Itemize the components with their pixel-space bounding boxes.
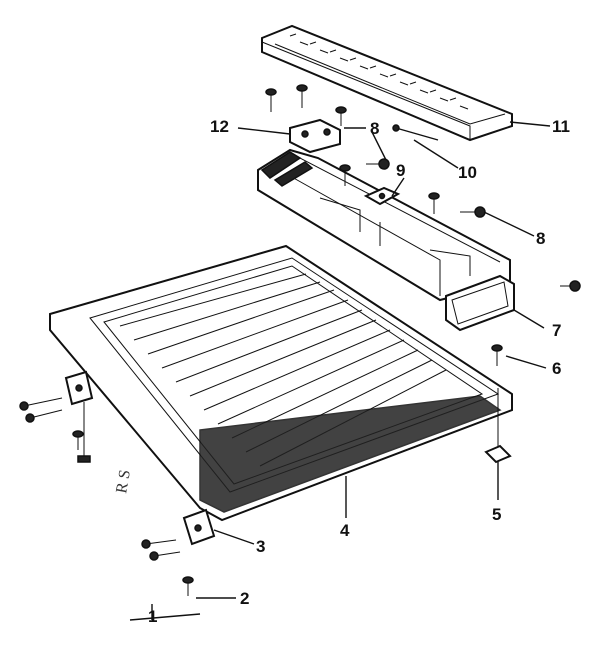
clip-plate <box>484 388 512 464</box>
callout-8-lower: 8 <box>536 229 545 248</box>
left-hinge <box>64 370 94 463</box>
screws <box>19 84 581 596</box>
lid <box>49 244 513 522</box>
callout-2: 2 <box>240 589 249 608</box>
clip <box>363 186 401 206</box>
hinge-bracket <box>289 118 341 154</box>
callout-3: 3 <box>256 537 265 556</box>
control-panel-cover <box>261 24 513 142</box>
callout-5: 5 <box>492 505 501 524</box>
pin <box>392 124 439 141</box>
callout-labels: 1 2 3 4 5 6 7 8 8 9 10 11 12 <box>148 117 570 626</box>
callout-10: 10 <box>458 163 477 182</box>
callout-4: 4 <box>340 521 350 540</box>
front-hinge <box>182 508 216 546</box>
callout-11: 11 <box>552 117 570 136</box>
callout-8-upper: 8 <box>370 119 379 138</box>
callout-6: 6 <box>552 359 561 378</box>
leader-lines <box>129 121 551 621</box>
callout-7: 7 <box>552 321 561 340</box>
handwritten-mark: R S <box>113 469 134 495</box>
callout-9: 9 <box>396 161 405 180</box>
callout-12: 12 <box>210 117 229 136</box>
hinge-housing <box>257 148 511 302</box>
callout-1: 1 <box>148 607 157 626</box>
